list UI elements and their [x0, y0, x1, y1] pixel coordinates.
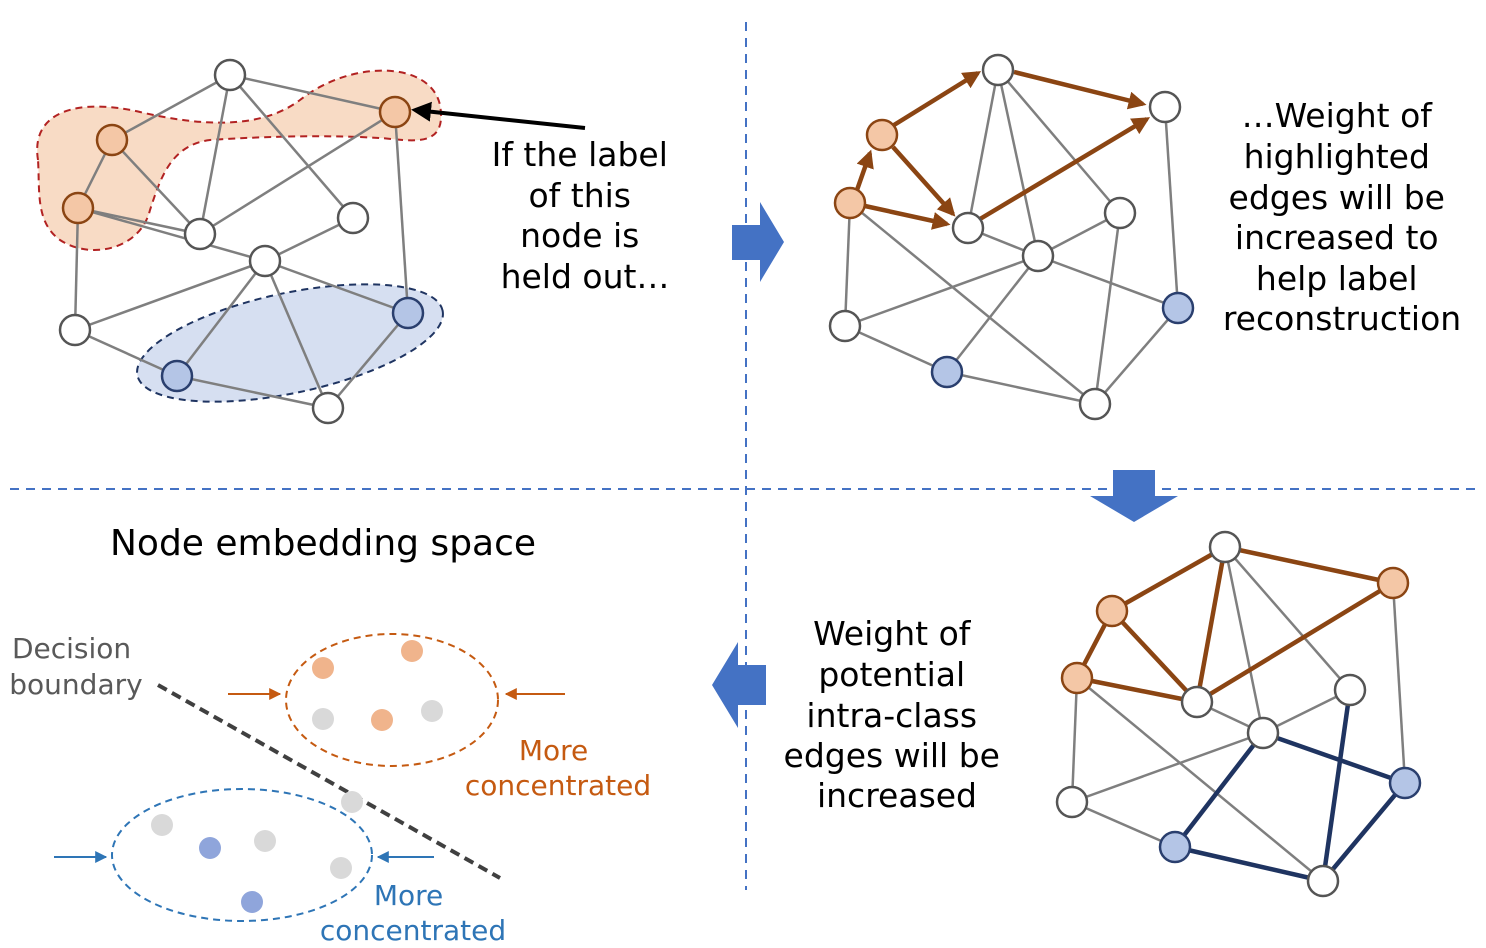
weight-highlighted-caption: …Weight of highlighted edges will be inc… — [1223, 96, 1461, 338]
graph-node — [1021, 239, 1055, 273]
embedding-point-orange — [371, 709, 393, 731]
graph-node — [336, 201, 370, 235]
edges — [1070, 546, 1407, 882]
embedding-point-blue — [241, 891, 263, 913]
graph-node-orange — [1060, 661, 1094, 695]
highlighted-directed-edges — [854, 69, 1151, 230]
embedding-point-gray — [341, 791, 363, 813]
graph-node — [1103, 196, 1137, 230]
embedding-point-gray — [330, 857, 352, 879]
orange-region — [36, 69, 443, 251]
blue-concentrated-label: More concentrated — [320, 879, 506, 947]
embedding-point-orange — [401, 640, 423, 662]
graph-node-blue — [391, 296, 425, 330]
held-out-caption: If the label of this node is held out… — [492, 135, 679, 296]
edges — [73, 73, 410, 410]
graph-node — [951, 211, 985, 245]
embedding-space-title: Node embedding space — [110, 523, 536, 564]
graph-node-blue — [1388, 766, 1422, 800]
graph-node-blue — [1161, 291, 1195, 325]
edges — [843, 69, 1180, 406]
graph-node-blue — [930, 355, 964, 389]
embedding-point-orange — [312, 657, 334, 679]
graph-node — [981, 53, 1015, 87]
graph-node-blue — [160, 359, 194, 393]
graph-node — [311, 391, 345, 425]
graph-node — [1148, 90, 1182, 124]
graph-node — [1333, 673, 1367, 707]
graph-node — [1180, 685, 1214, 719]
graph-node — [1306, 864, 1340, 898]
graph-node-orange — [833, 186, 867, 220]
block-arrow-down — [1090, 470, 1178, 522]
graph-node — [1246, 716, 1280, 750]
blue-intra-class-edges — [1173, 689, 1407, 884]
blue-cluster — [111, 788, 373, 922]
graph-node — [183, 217, 217, 251]
decision-boundary-line — [157, 683, 501, 880]
graph-node — [1208, 530, 1242, 564]
orange-cluster — [285, 633, 499, 767]
graph-node-orange — [95, 123, 129, 157]
graph-node-orange — [1095, 594, 1129, 628]
embedding-point-gray — [254, 830, 276, 852]
embedding-point-blue — [199, 837, 221, 859]
block-arrow-left — [712, 642, 766, 728]
decision-boundary-label: Decision boundary — [9, 632, 142, 701]
orange-intra-class-edges — [1075, 544, 1395, 705]
embedding-point-gray — [151, 814, 173, 836]
embedding-point-gray — [421, 700, 443, 722]
intra-class-caption: Weight of potential intra-class edges wi… — [784, 614, 1011, 815]
block-arrow-right — [732, 202, 784, 282]
graph-node-orange — [865, 118, 899, 152]
graph-node-orange-held-out — [378, 95, 412, 129]
pointer-arrow — [411, 101, 586, 130]
panel-top-left-graph — [36, 58, 586, 425]
graph-node — [1078, 387, 1112, 421]
graph-node-orange — [61, 191, 95, 225]
graph-node-orange — [1376, 566, 1410, 600]
embedding-point-gray — [312, 708, 334, 730]
graph-node — [1055, 785, 1089, 819]
graph-node — [58, 313, 92, 347]
panel-top-right-graph — [828, 53, 1195, 421]
panel-bottom-right-graph — [1055, 530, 1422, 898]
graph-node-blue — [1158, 830, 1192, 864]
graph-node — [248, 244, 282, 278]
graph-node — [213, 58, 247, 92]
orange-concentrated-label: More concentrated — [465, 734, 651, 802]
graph-node — [828, 309, 862, 343]
